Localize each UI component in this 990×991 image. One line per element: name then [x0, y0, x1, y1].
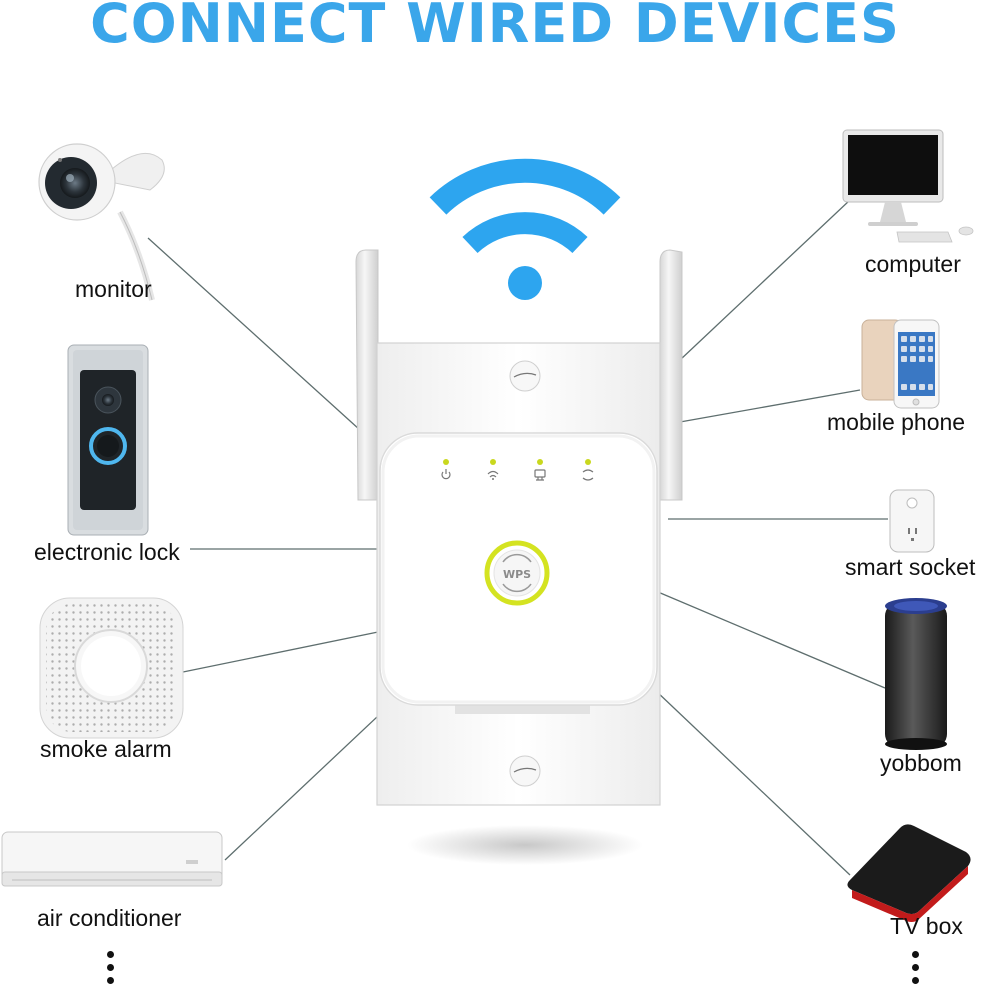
tv-box-icon	[847, 824, 971, 922]
label-monitor: monitor	[75, 276, 152, 302]
air-conditioner-icon	[1, 831, 223, 887]
page-title: CONNECT WIRED DEVICES	[90, 0, 900, 55]
label-air-conditioner: air conditioner	[37, 905, 182, 931]
connector-yobbom	[657, 591, 886, 689]
connector-smoke-alarm	[182, 631, 379, 673]
desktop-computer-icon	[842, 129, 974, 243]
lan-icon	[534, 469, 546, 478]
wan-icon	[582, 469, 594, 481]
label-mobile-phone: mobile phone	[827, 409, 966, 435]
video-doorbell-icon	[67, 344, 149, 536]
connector-mobile-phone	[679, 389, 861, 423]
wps-label: WPS	[503, 568, 531, 581]
label-tv-box: TV box	[890, 913, 963, 939]
antenna-right	[659, 249, 683, 501]
wifi-signal-icon	[429, 158, 621, 300]
smoke-detector-icon	[39, 597, 184, 739]
wps-button: WPS	[484, 540, 550, 606]
wifi-repeater-device: WPS	[379, 432, 658, 706]
power-icon	[441, 469, 451, 480]
status-leds	[443, 459, 591, 465]
label-smart-socket: smart socket	[845, 554, 976, 580]
wifi-icon	[487, 470, 499, 478]
smart-plug-icon	[889, 489, 935, 553]
smartphone-icon	[861, 319, 940, 409]
connector-air-conditioner	[224, 699, 396, 861]
label-electronic-lock: electronic lock	[34, 539, 180, 565]
device-shadow	[407, 825, 643, 865]
label-computer: computer	[865, 251, 961, 277]
label-smoke-alarm: smoke alarm	[40, 736, 172, 762]
connector-computer	[679, 199, 851, 361]
more-devices-right-ellipsis	[912, 951, 920, 991]
connector-tv-box	[654, 689, 851, 876]
smart-speaker-icon	[885, 598, 947, 750]
connector-monitor	[147, 237, 361, 431]
security-camera-icon	[38, 143, 165, 301]
antenna-left	[355, 249, 379, 501]
more-devices-left-ellipsis	[107, 951, 115, 991]
connector-lines	[147, 199, 888, 876]
label-yobbom: yobbom	[880, 750, 962, 776]
